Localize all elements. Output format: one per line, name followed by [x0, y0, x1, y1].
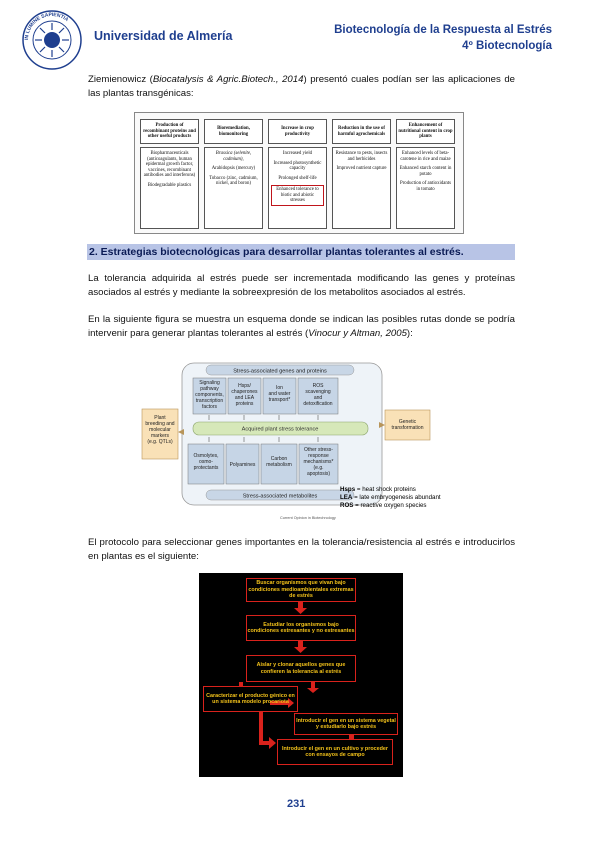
protocol-flowchart: Buscar organismos que vivan bajo condici… [199, 573, 403, 777]
diagram-box [297, 377, 339, 415]
table-column: Bioremediation, biomonitoring Brassica (… [204, 119, 263, 229]
arrow-icon [379, 422, 385, 428]
flow-step: Introducir el gen en un cultivo y proced… [277, 739, 393, 765]
table-column: Production of recombinant proteins and o… [140, 119, 199, 229]
course-header: Biotecnología de la Respuesta al Estrés … [334, 22, 552, 54]
diagram-box-label: Osmolytes,osmo-protectants [193, 453, 218, 471]
diagram-box [187, 443, 225, 485]
flow-arrows [239, 602, 354, 749]
citation: Biocatalysis & Agric.Biotech., 2014 [152, 74, 304, 85]
middle-label: Acquired plant stress tolerance [242, 427, 319, 433]
diagram-box [227, 377, 262, 415]
paragraph-protocol: El protocolo para seleccionar genes impo… [88, 537, 515, 562]
university-name: Universidad de Almería [94, 29, 233, 43]
course-title: Biotecnología de la Respuesta al Estrés [334, 24, 552, 36]
flow-step: Caracterizar el producto génico en un si… [203, 686, 298, 712]
diagram-box [192, 377, 227, 415]
table-column: Increase in crop productivity Increased … [268, 119, 327, 229]
diagram-box [225, 443, 260, 485]
diagram-box-label: Polyamines [230, 462, 256, 468]
plant-breeding-box [141, 408, 179, 460]
top-label: Stress-associated genes and proteins [233, 369, 327, 375]
arrow-icon [178, 429, 184, 435]
transgenic-applications-table: Production of recombinant proteins and o… [134, 112, 464, 234]
flow-step: Introducir el gen en un sistema vegetal … [294, 713, 398, 735]
source-label: Current Opinion in Biotechnology [280, 516, 336, 520]
page-number: 231 [287, 798, 306, 810]
genetic-transformation-box [384, 409, 431, 441]
citation: Vinocur y Altman, 2005 [308, 327, 407, 339]
highlight-box: Enhanced tolerance to biotic and abiotic… [271, 185, 324, 206]
svg-text:Hsps = heat shock proteins: Hsps = heat shock proteins [340, 486, 416, 493]
abbreviation-legend: Hsps = heat shock proteins LEA = late em… [340, 486, 441, 509]
paragraph-figure-intro: En la siguiente figura se muestra un esq… [88, 314, 515, 339]
bottom-label-box [205, 489, 355, 501]
section-heading: 2. Estrategias biotecnológicas para desa… [87, 244, 515, 260]
intro-paragraph: Ziemienowicz (Biocatalysis & Agric.Biote… [88, 74, 515, 99]
paragraph-tolerance: La tolerancia adquirida al estrés puede … [88, 273, 515, 298]
middle-bar [192, 421, 369, 436]
svg-text:LEA = late embryogenesis abund: LEA = late embryogenesis abundant [340, 494, 441, 501]
top-label-box [205, 364, 355, 376]
diagram-box [298, 443, 339, 485]
stress-tolerance-diagram: Stress-associated genes and proteins Sig… [141, 362, 441, 520]
diagram-box [262, 377, 297, 415]
table-column: Enhancement of nutritional content in cr… [396, 119, 455, 229]
course-subtitle: 4º Biotecnología [462, 40, 552, 52]
flow-step: Aislar y clonar aquellos genes que confi… [246, 655, 356, 682]
bottom-label: Stress-associated metabolites [243, 494, 318, 500]
diagram-box [260, 443, 298, 485]
flow-step: Buscar organismos que vivan bajo condici… [246, 578, 356, 602]
flow-step: Estudiar los organismos bajo condiciones… [246, 615, 356, 641]
svg-text:ROS = reactive oxygen species: ROS = reactive oxygen species [340, 502, 427, 509]
university-seal-logo: IN LUMINE SAPIENTIA [22, 10, 82, 70]
table-column: Reduction in the use of harmful agrochem… [332, 119, 391, 229]
